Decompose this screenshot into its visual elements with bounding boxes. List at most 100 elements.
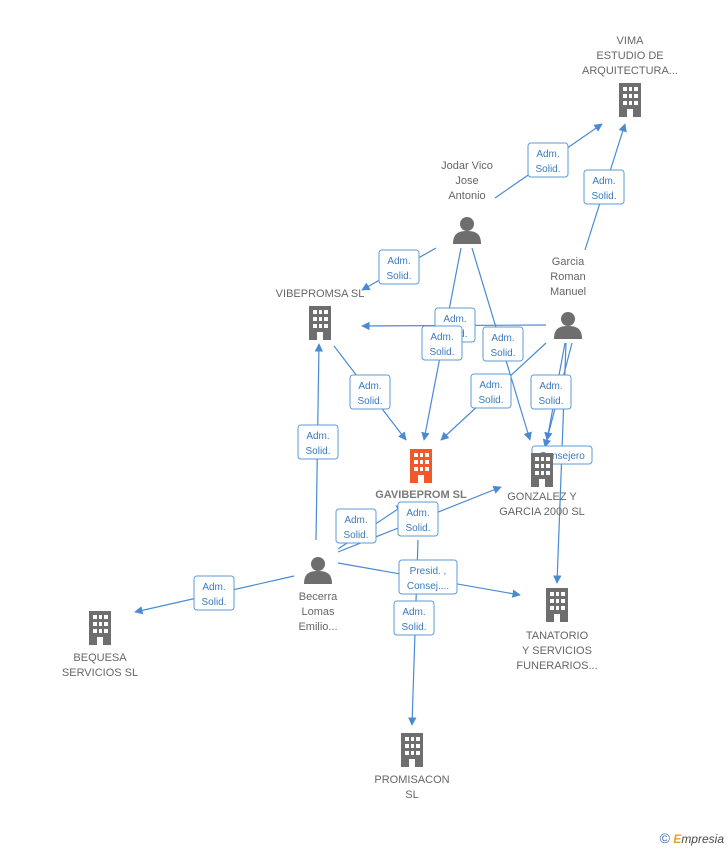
edge-label-text: Solid. [401, 622, 426, 633]
edge-label-becerra-to-promisacon[interactable]: Adm. Solid. [393, 600, 435, 636]
edge-label-becerra-to-tanatorio[interactable]: Presid. , Consej.... [398, 559, 458, 595]
edge-label-text: Adm. [406, 508, 429, 519]
edge-label-jodar-to-gavibeprom[interactable]: Adm.Solid. [421, 325, 463, 361]
edge-label-text: Solid. [357, 396, 382, 407]
node-tanatorio[interactable]: TANATORIO Y SERVICIOS FUNERARIOS... [516, 588, 598, 672]
node-label: PROMISACON [374, 774, 449, 786]
building-icon[interactable] [410, 449, 432, 483]
edge-label-text: Adm. [491, 333, 514, 344]
node-label: GARCIA 2000 SL [499, 506, 585, 518]
node-label: Lomas [301, 606, 335, 618]
edge-label-text: Solid. [490, 348, 515, 359]
edge-label-box [421, 325, 463, 361]
node-becerra[interactable]: BecerraLomasEmilio... [298, 557, 338, 633]
edge-label-box [530, 374, 572, 410]
edge-label-box [398, 559, 458, 595]
building-icon[interactable] [619, 83, 641, 117]
node-vibepromsa[interactable]: VIBEPROMSA SL [276, 288, 365, 340]
edge-label-text: Presid. , [410, 566, 447, 577]
edge-label-text: Solid. [538, 396, 563, 407]
building-icon[interactable] [401, 733, 423, 767]
edge-label-box [193, 575, 235, 611]
node-label: VIMA [617, 35, 645, 47]
edge-label-text: Solid. [478, 395, 503, 406]
edge-label-text: Adm. [443, 314, 466, 325]
node-label: GAVIBEPROM SL [375, 489, 467, 501]
building-icon[interactable] [89, 611, 111, 645]
edge-label-box [378, 249, 420, 285]
node-label: ARQUITECTURA... [582, 65, 678, 77]
edge-label-text: Consejero [539, 451, 585, 462]
edge-label-box [335, 508, 377, 544]
brand-name: mpresia [681, 832, 724, 846]
node-label: BEQUESA [73, 652, 127, 664]
node-label: SL [405, 789, 418, 801]
edge-label-text: Adm. [479, 380, 502, 391]
edge-label-text: Solid. [305, 446, 330, 457]
edge-label-becerra-to-gavibeprom[interactable]: Adm.Solid. [335, 508, 377, 544]
edge-label-garcia-to-gavibeprom[interactable]: Adm. Solid. [470, 373, 512, 409]
edge-label-box [527, 142, 569, 178]
node-label: VIBEPROMSA SL [276, 288, 365, 300]
building-icon[interactable] [546, 588, 568, 622]
edge-label-text: Solid. [535, 164, 560, 175]
edge-label-text: Adm. [592, 176, 615, 187]
node-label: Antonio [448, 190, 485, 202]
edge-label-box [397, 501, 439, 537]
person-icon[interactable] [304, 557, 332, 584]
person-icon[interactable] [453, 217, 481, 244]
node-gavibeprom[interactable]: GAVIBEPROM SL [375, 449, 467, 501]
edge-label-box [393, 600, 435, 636]
person-icon[interactable] [554, 312, 582, 339]
node-bequesa[interactable]: BEQUESA SERVICIOS SL [62, 611, 138, 679]
edge-label-garcia-to-gonzalez[interactable]: Adm. Solid. [530, 374, 572, 410]
edge-label-text: Solid. [386, 271, 411, 282]
copyright-symbol: © [659, 830, 670, 846]
building-icon[interactable] [309, 306, 331, 340]
edge-label-text: Adm. [536, 149, 559, 160]
edge-label-text: Consej.... [407, 581, 449, 592]
edge-label-text: Solid. [343, 530, 368, 541]
building-icon[interactable] [531, 453, 553, 487]
node-label: Jodar Vico [441, 160, 493, 172]
edge-labels-layer: Adm. Solid. Adm. Solid. Adm. Solid. Adm. Solid.… [193, 142, 625, 636]
edge-label-text: Solid. [429, 347, 454, 358]
edge-label-becerra-to-vibepromsa[interactable]: Adm. Solid. [297, 424, 339, 460]
node-vima[interactable]: VIMA ESTUDIO DE ARQUITECTURA... [582, 35, 678, 117]
edge-label-text: Adm. [539, 381, 562, 392]
node-promisacon[interactable]: PROMISACON SL [374, 733, 450, 801]
edge-label-jodar-to-vima[interactable]: Adm. Solid. [527, 142, 569, 178]
edge-label-box [470, 373, 512, 409]
edge-label-garcia-to-vima[interactable]: Adm.Solid. [583, 169, 625, 205]
edge-label-becerra-to-bequesa[interactable]: Adm. Solid. [193, 575, 235, 611]
edge-label-text: Adm. [358, 381, 381, 392]
edge-label-box [583, 169, 625, 205]
node-label: Jose [455, 175, 478, 187]
node-label: ESTUDIO DE [596, 50, 663, 62]
edge-label-becerra-to-gonzalez[interactable]: Adm. Solid. [397, 501, 439, 537]
edge-label-text: Adm. [387, 256, 410, 267]
brand-initial: E [673, 832, 682, 846]
edge-label-jodar-to-vibepromsa[interactable]: Adm. Solid. [378, 249, 420, 285]
edge-label-vibepromsa-to-gavibeprom[interactable]: Adm. Solid. [349, 374, 391, 410]
edge-label-text: Adm. [306, 431, 329, 442]
edge-label-text: Solid. [201, 597, 226, 608]
edge-label-text: Solid. [405, 523, 430, 534]
node-label: FUNERARIOS... [516, 660, 597, 672]
node-label: Garcia [552, 256, 585, 268]
node-label: TANATORIO [526, 630, 589, 642]
node-label: Roman [550, 271, 585, 283]
edge-label-box [297, 424, 339, 460]
node-label: Emilio... [298, 621, 337, 633]
edge-label-jodar-to-gonzalez[interactable]: Adm. Solid. [482, 326, 524, 362]
edge-label-text: Adm. [202, 582, 225, 593]
node-label: Y SERVICIOS [522, 645, 592, 657]
node-label: SERVICIOS SL [62, 667, 138, 679]
node-label: Manuel [550, 286, 586, 298]
footer-brand[interactable]: © Empresia [660, 830, 724, 846]
edge-label-text: Adm. [402, 607, 425, 618]
